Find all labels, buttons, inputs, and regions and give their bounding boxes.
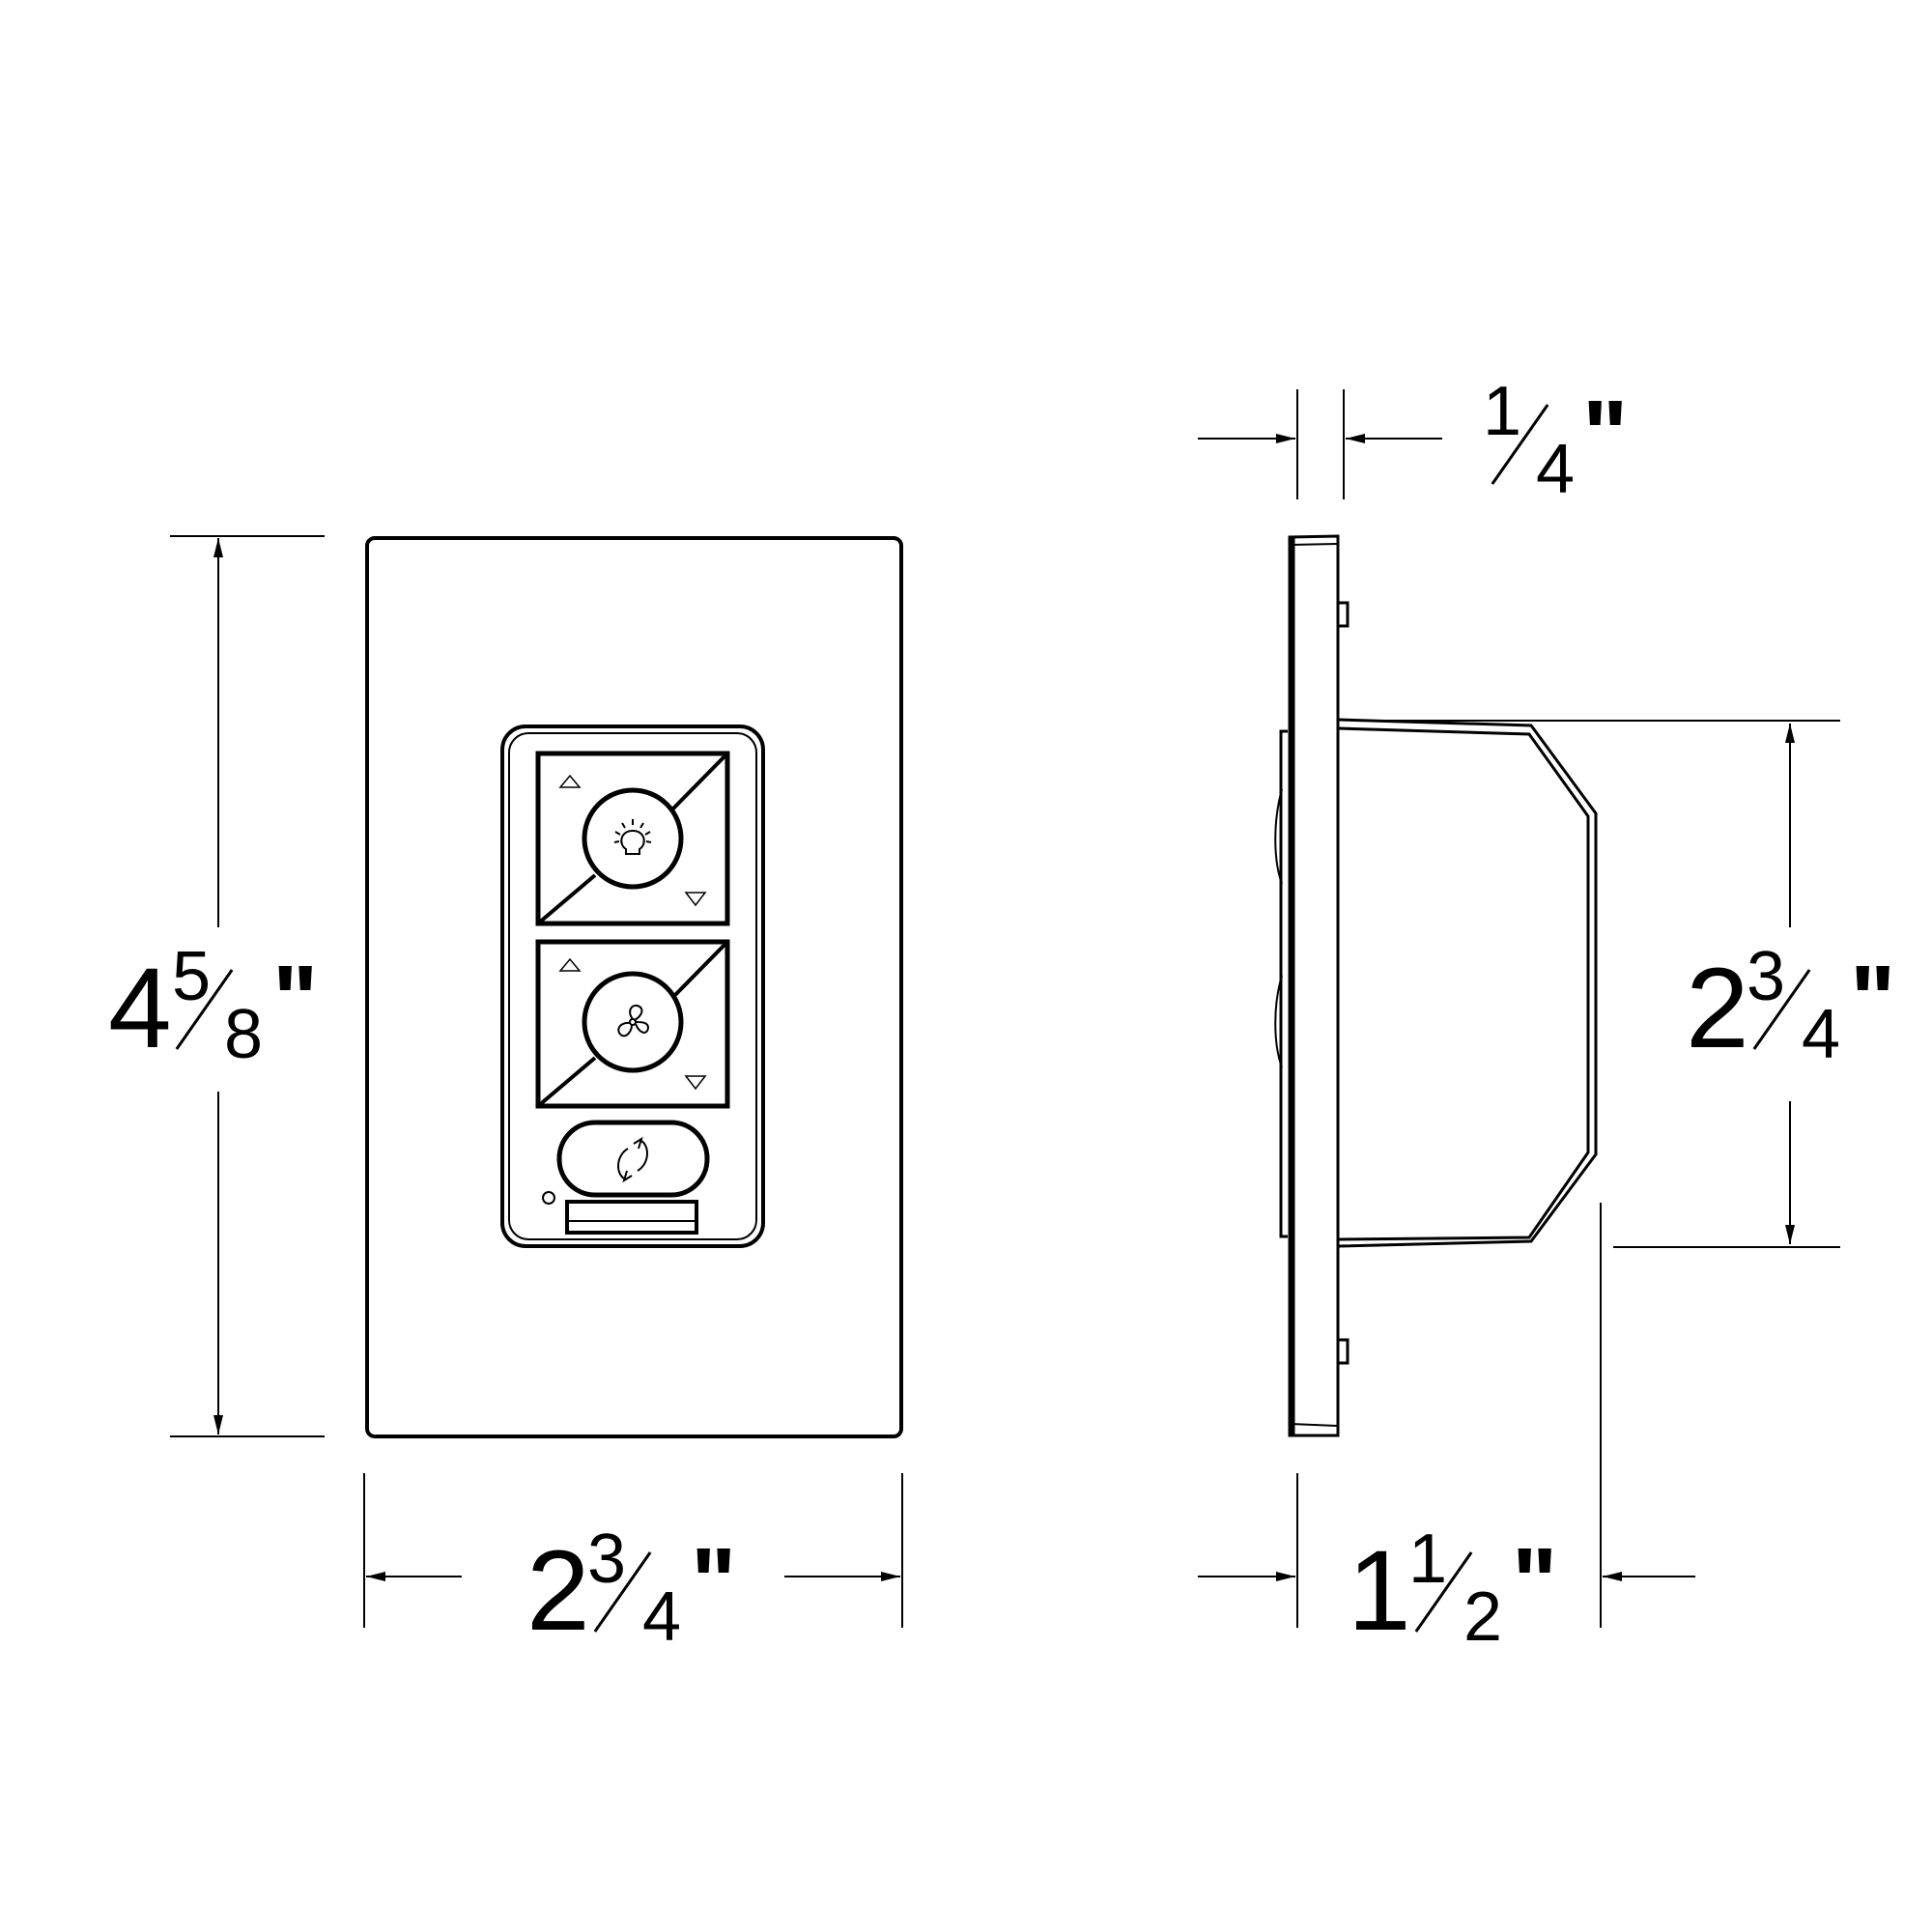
dim-whole: 4 [108, 945, 172, 1072]
wall-plate-outline [365, 536, 903, 1438]
fan-icon [617, 1005, 650, 1037]
reverse-rotate-icon [617, 1136, 648, 1183]
dim-front-height: 4 5 8 " [108, 942, 340, 1077]
down-triangle-icon [684, 1075, 707, 1091]
side-control-face [1279, 729, 1288, 1238]
dim-denominator: 4 [1536, 431, 1576, 508]
front-dimensions [170, 535, 903, 1628]
control-housing-inner [508, 732, 757, 1240]
dim-whole: 2 [1686, 945, 1749, 1072]
fan-rocker[interactable] [535, 939, 730, 1109]
dim-denominator: 8 [224, 996, 264, 1073]
dim-side-total-depth: 1 1 2 " [1348, 1524, 1579, 1660]
dim-side-plate-depth: 1 4 " [1478, 377, 1652, 512]
light-rocker[interactable] [535, 751, 730, 926]
up-triangle-icon [558, 957, 582, 972]
side-dimensions [1198, 389, 1840, 1628]
light-bulb-icon [613, 819, 652, 855]
dim-denominator: 2 [1463, 1578, 1503, 1656]
led-indicator-icon [542, 1191, 555, 1205]
dim-whole: 1 [1348, 1527, 1411, 1655]
control-housing-outer [500, 724, 765, 1248]
electrical-box [1338, 718, 1598, 1248]
dim-denominator: 4 [642, 1578, 682, 1656]
dim-numerator: 3 [1747, 938, 1786, 1015]
dim-numerator: 1 [1408, 1520, 1448, 1598]
side-view [1274, 534, 1598, 1437]
dim-side-box-height: 2 3 4 " [1686, 942, 1918, 1077]
dim-unit: " [1582, 381, 1628, 489]
dim-numerator: 3 [587, 1520, 627, 1598]
down-triangle-icon [684, 892, 707, 907]
dim-numerator: 5 [172, 938, 212, 1015]
battery-door-icon[interactable] [565, 1200, 698, 1235]
dim-front-width: 2 3 4 " [526, 1524, 758, 1660]
dim-whole: 2 [526, 1527, 590, 1655]
up-triangle-icon [558, 774, 582, 788]
dim-unit: " [1512, 1528, 1557, 1636]
dim-numerator: 1 [1483, 373, 1522, 450]
dim-unit: " [691, 1528, 736, 1636]
reverse-button[interactable] [556, 1120, 710, 1198]
mount-tab-bottom [1336, 1338, 1350, 1365]
dim-unit: " [272, 946, 318, 1054]
dim-denominator: 4 [1802, 996, 1841, 1073]
side-plate [1288, 534, 1340, 1437]
dim-unit: " [1850, 946, 1895, 1054]
front-view [365, 536, 903, 1438]
mount-tab-top [1336, 601, 1350, 628]
